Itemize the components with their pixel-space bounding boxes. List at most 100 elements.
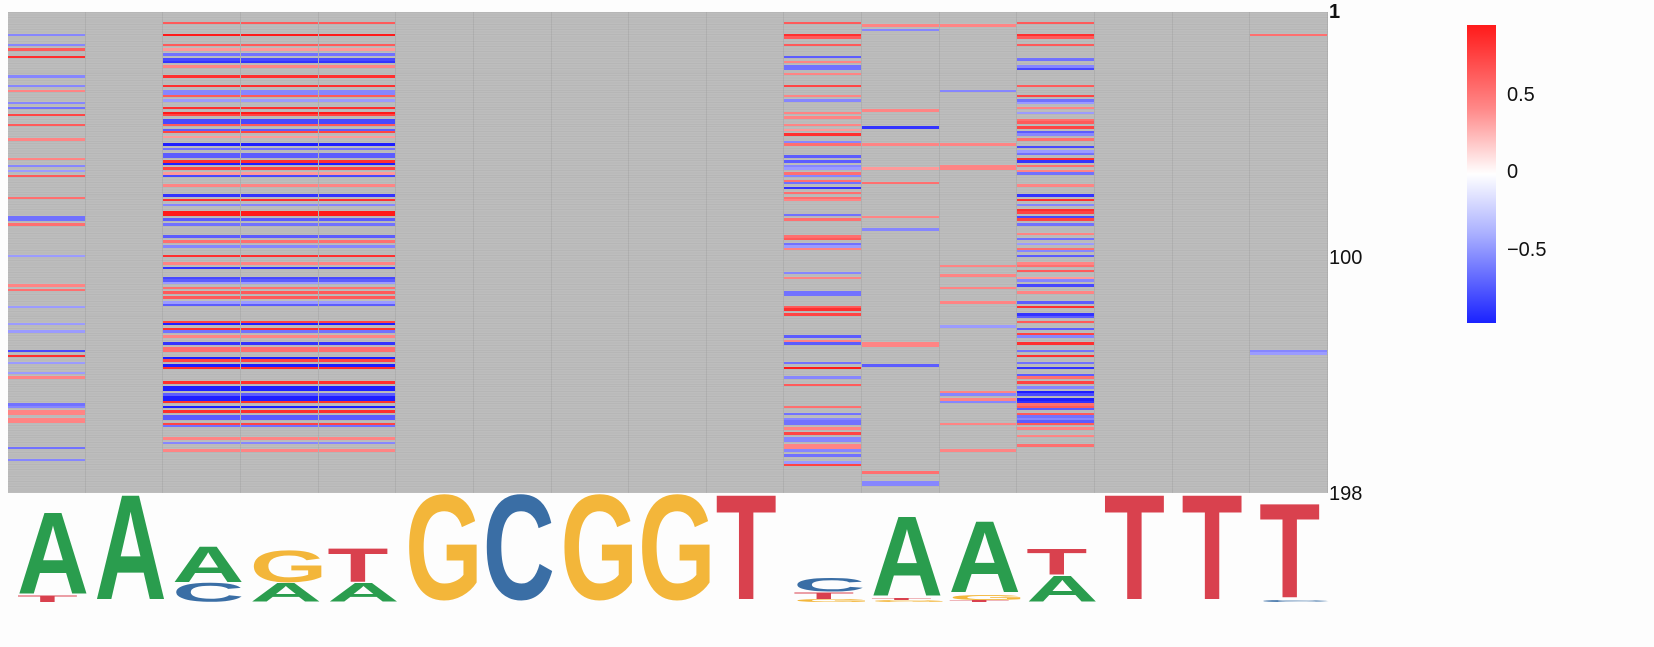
- heatmap-cell: [163, 199, 240, 202]
- heatmap-cell: [784, 271, 862, 275]
- heatmap-cell: [1017, 101, 1095, 105]
- heatmap-cell: [163, 245, 240, 248]
- heatmap-cell: [1017, 405, 1095, 408]
- heatmap-cell: [784, 213, 862, 217]
- heatmap-cell: [862, 109, 939, 112]
- heatmap-cell: [163, 84, 240, 88]
- heatmap-cell: [318, 301, 396, 304]
- heatmap-cell: [318, 335, 396, 338]
- logo-letter-T: T: [948, 599, 1010, 603]
- heatmap-cell: [240, 33, 318, 37]
- heatmap-cell: [1017, 420, 1095, 423]
- logo-position-16: T: [1173, 473, 1251, 623]
- heatmap-cell: [862, 29, 939, 32]
- heatmap-cell: [240, 291, 318, 294]
- heatmap-cell: [318, 347, 396, 350]
- heatmap-cell: [784, 366, 862, 370]
- heatmap-cell: [163, 223, 240, 226]
- heatmap-cell: [784, 335, 862, 338]
- heatmap-cell: [240, 65, 318, 68]
- heatmap-cell: [240, 162, 318, 166]
- heatmap-cell: [8, 218, 85, 221]
- heatmap-cell: [318, 94, 396, 98]
- heatmap-cell: [1017, 218, 1095, 221]
- logo-letter-A: A: [16, 487, 90, 619]
- heatmap-cell: [318, 398, 396, 401]
- heatmap-cell: [8, 403, 85, 406]
- heatmap-cell: [240, 118, 318, 122]
- heatmap-cell: [784, 65, 862, 68]
- heatmap-cell: [784, 167, 862, 170]
- heatmap-cell: [8, 305, 85, 309]
- heatmap-cell: [1017, 121, 1095, 124]
- heatmap-cell: [784, 412, 862, 416]
- heatmap-cell: [1017, 237, 1095, 241]
- logo-letter-T: T: [1259, 475, 1321, 627]
- heatmap-cell: [1017, 67, 1095, 71]
- heatmap-cell: [240, 267, 318, 270]
- heatmap-cell: [1017, 335, 1095, 338]
- heatmap-cell: [1017, 398, 1095, 401]
- heatmap-cell: [318, 417, 396, 421]
- heatmap-cell: [8, 33, 85, 37]
- heatmap-cell: [240, 48, 318, 51]
- heatmap-cell: [163, 131, 240, 134]
- heatmap-cell: [318, 167, 396, 170]
- heatmap-cell: [240, 106, 318, 110]
- heatmap-cell: [318, 33, 396, 37]
- heatmap-column-15: [1095, 12, 1173, 493]
- heatmap-cell: [1017, 376, 1095, 379]
- heatmap-cell: [1017, 417, 1095, 421]
- heatmap-cell: [318, 342, 396, 345]
- heatmap-cell: [862, 228, 939, 231]
- heatmap-cell: [163, 213, 240, 217]
- heatmap-cell: [1017, 131, 1095, 134]
- logo-letter-G: G: [249, 541, 328, 592]
- heatmap-cell: [1017, 99, 1095, 102]
- heatmap-cell: [318, 437, 396, 440]
- heatmap-cell: [240, 335, 318, 338]
- heatmap-cell: [1017, 199, 1095, 202]
- colorbar-tick-zero: 0: [1507, 161, 1519, 183]
- heatmap-cell: [8, 84, 85, 88]
- heatmap-cell: [240, 21, 318, 25]
- heatmap-cell: [240, 148, 318, 151]
- heatmap-cell: [318, 89, 396, 93]
- logo-position-2: A: [86, 473, 166, 623]
- heatmap-column-9: [629, 12, 707, 493]
- heatmap-cell: [318, 320, 396, 323]
- heatmap-cell: [240, 213, 318, 217]
- heatmap-cell: [240, 330, 318, 333]
- heatmap-cell: [862, 167, 939, 170]
- logo-letter-T: T: [715, 464, 777, 632]
- heatmap-cell: [1017, 211, 1095, 214]
- heatmap-cell: [318, 131, 396, 134]
- logo-letter-T: T: [327, 538, 389, 593]
- heatmap-cell: [784, 342, 862, 345]
- heatmap-cell: [784, 111, 862, 115]
- heatmap-cell: [163, 415, 240, 418]
- heatmap-column-16: [1173, 12, 1251, 493]
- heatmap-cell: [862, 143, 939, 146]
- heatmap-cell: [8, 55, 85, 59]
- heatmap-cell: [862, 344, 939, 348]
- heatmap-cell: [240, 84, 318, 88]
- heatmap-cell: [862, 364, 939, 367]
- heatmap-cell: [318, 160, 396, 163]
- heatmap-cell: [318, 405, 396, 408]
- logo-letter-A: A: [948, 500, 1021, 615]
- heatmap-cell: [240, 194, 318, 197]
- heatmap-cell: [163, 400, 240, 404]
- heatmap-cell: [163, 381, 240, 384]
- heatmap-cell: [318, 114, 396, 117]
- heatmap-cell: [240, 114, 318, 117]
- heatmap-cell: [1017, 354, 1095, 357]
- heatmap-cell: [318, 359, 396, 362]
- heatmap-cell: [784, 155, 862, 158]
- heatmap-cell: [163, 53, 240, 56]
- colorbar-tick-neg: −0.5: [1507, 239, 1547, 261]
- heatmap-cell: [318, 203, 396, 207]
- heatmap-cell: [163, 437, 240, 440]
